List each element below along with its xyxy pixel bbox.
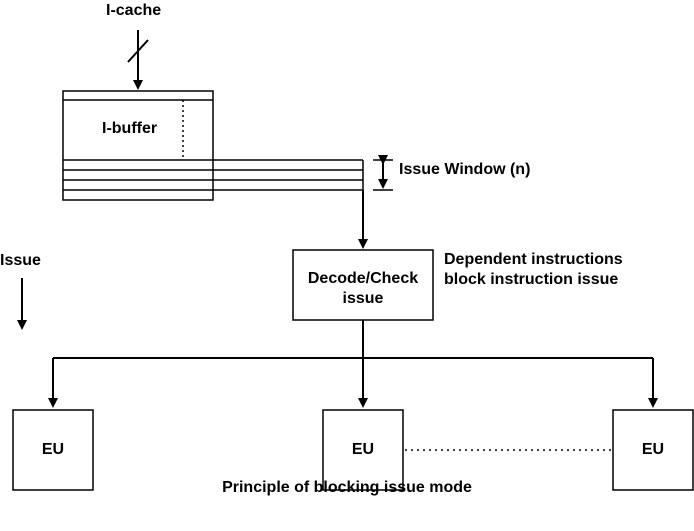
eu3-label: EU <box>641 441 665 458</box>
icache-bus-slash <box>127 39 149 63</box>
icache-label: I-cache <box>106 2 162 19</box>
eu2-box <box>322 409 404 491</box>
diagram-caption: Principle of blocking issue mode <box>222 479 472 496</box>
decode-check-line2: issue <box>342 290 384 307</box>
issue-window-label: Issue Window (n) <box>399 161 531 178</box>
eu3-box <box>612 409 694 491</box>
decode-check-line1: Decode/Check <box>307 270 419 287</box>
decode-check-label: Decode/Check issue <box>293 269 433 309</box>
decode-check-box <box>292 249 434 321</box>
eu2-label: EU <box>351 441 375 458</box>
ibuffer-box <box>62 90 214 201</box>
eu1-box <box>12 409 94 491</box>
eu1-label: EU <box>41 441 65 458</box>
dependent-note: Dependent instructions block instruction… <box>444 250 623 290</box>
dependent-note-line2: block instruction issue <box>444 271 619 288</box>
issue-label: Issue <box>0 252 41 269</box>
ibuffer-label: I-buffer <box>102 120 158 137</box>
dependent-note-line1: Dependent instructions <box>444 251 623 268</box>
